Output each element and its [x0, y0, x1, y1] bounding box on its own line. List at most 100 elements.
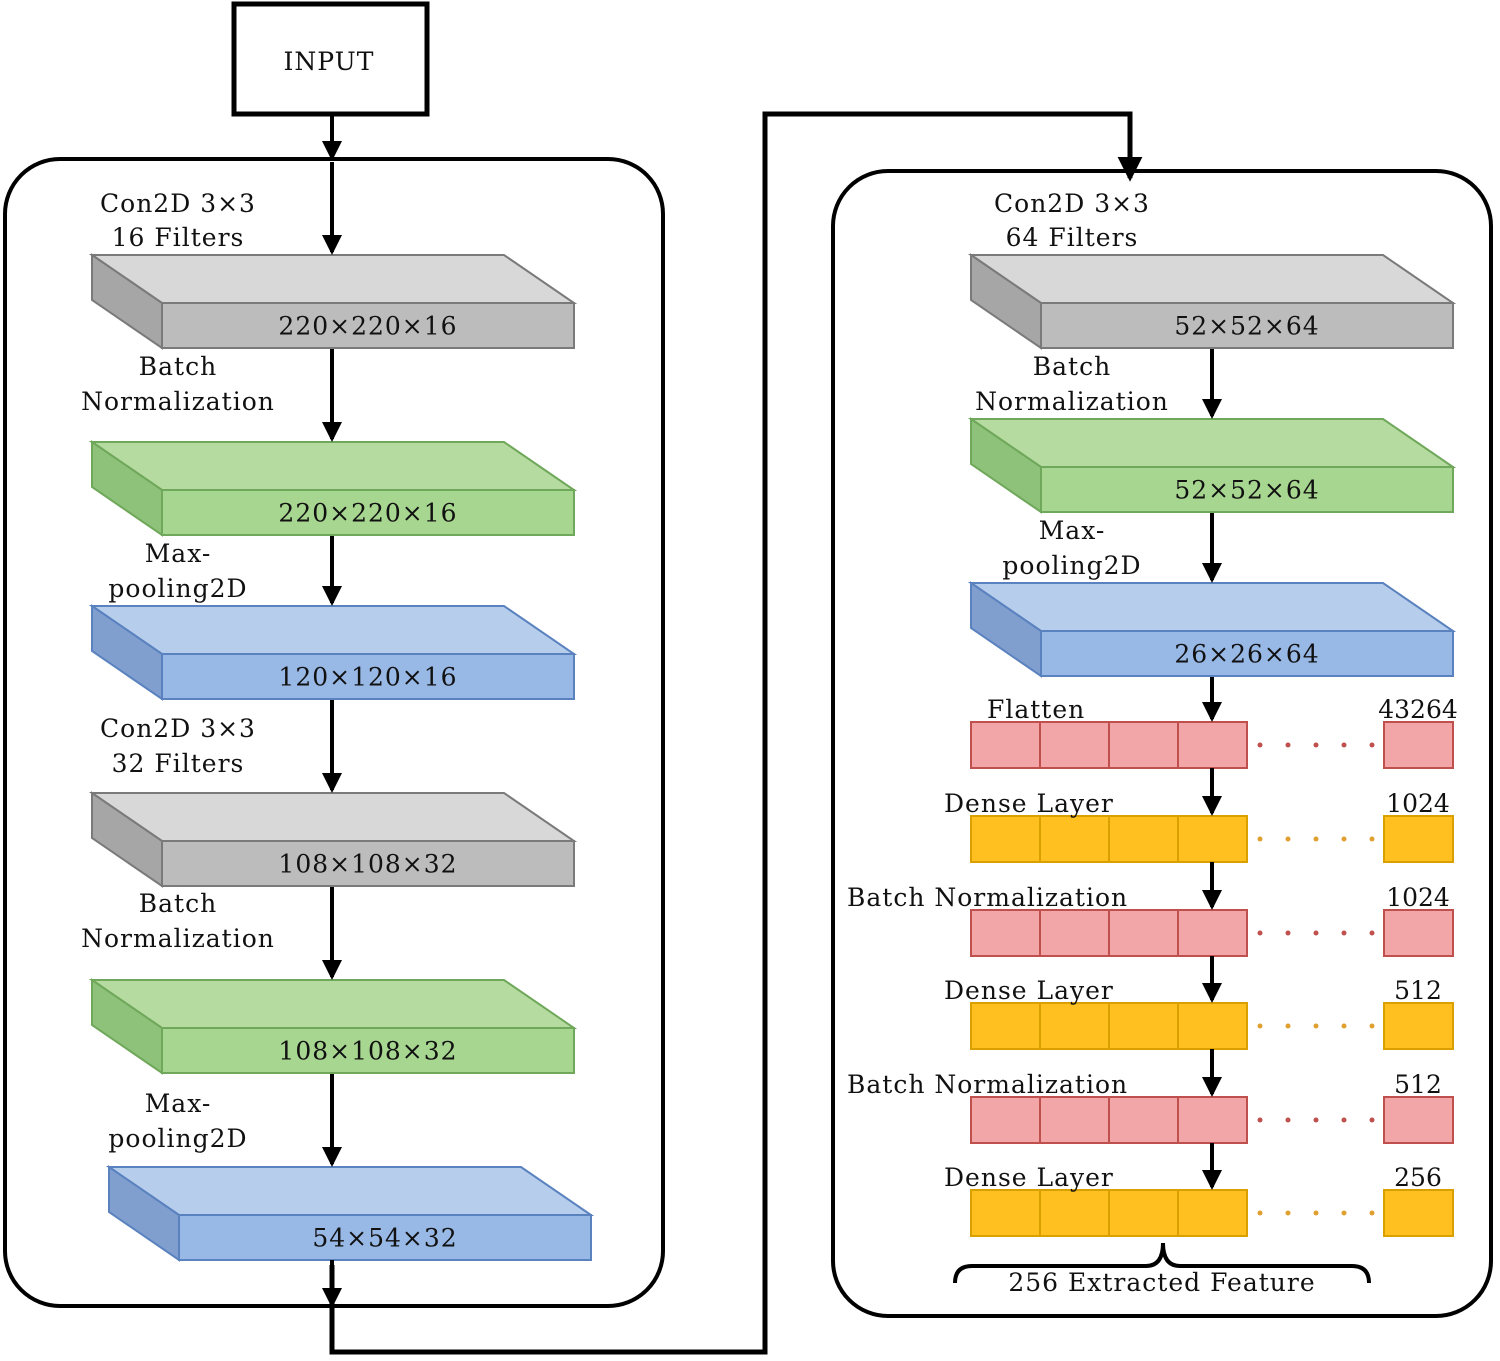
- right-layer-1: 52×52×64: [967, 253, 1457, 350]
- left-layer-2-top: [88, 441, 578, 491]
- vector-size: 256: [1394, 1163, 1442, 1192]
- left-label-2b: Normalization: [81, 387, 275, 416]
- ellipsis-dot: [1285, 1023, 1291, 1029]
- ellipsis-dot: [1257, 836, 1263, 842]
- right-layer-2: 52×52×64: [967, 417, 1457, 514]
- input-box: [231, 1, 430, 117]
- vector-cell: [1039, 909, 1110, 957]
- left-layer-1-top: [88, 254, 578, 304]
- vector-cell: [1177, 1002, 1248, 1050]
- vector-cell: [1108, 721, 1179, 769]
- ellipsis-dot: [1257, 1117, 1263, 1123]
- vector-cell: [970, 721, 1041, 769]
- ellipsis-dot: [1313, 836, 1319, 842]
- right-layer-blocks: 52×52×64 52×52×64 26×26×64: [967, 253, 1457, 678]
- ellipsis-dot: [1369, 1210, 1375, 1216]
- left-layer-5-dims: 108×108×32: [278, 1037, 457, 1066]
- left-layer-1: 220×220×16: [88, 253, 578, 350]
- ellipsis-dot: [1369, 1023, 1375, 1029]
- left-layer-blocks: 220×220×16 220×220×16 120×120×16 108×108×32…: [88, 253, 595, 1262]
- vector-cell: [1177, 1096, 1248, 1144]
- vector-size: 512: [1394, 976, 1442, 1005]
- left-layer-3-dims: 120×120×16: [278, 663, 457, 692]
- left-layer-4: 108×108×32: [88, 791, 578, 888]
- vector-row-6: Dense Layer 256: [944, 1163, 1454, 1237]
- vector-cell: [1039, 1096, 1110, 1144]
- ellipsis-dot: [1257, 742, 1263, 748]
- ellipsis-dot: [1369, 1117, 1375, 1123]
- vector-cell: [970, 909, 1041, 957]
- left-layer-1-dims: 220×220×16: [278, 312, 457, 341]
- ellipsis-dot: [1341, 1210, 1347, 1216]
- left-layer-4-dims: 108×108×32: [278, 850, 457, 879]
- ellipsis-dot: [1341, 836, 1347, 842]
- ellipsis-dot: [1341, 1023, 1347, 1029]
- left-layer-5: 108×108×32: [88, 978, 578, 1075]
- right-label-3: Max-: [1039, 516, 1106, 545]
- left-layer-4-top: [88, 792, 578, 842]
- vector-cell: [1177, 815, 1248, 863]
- panel-connector-line: [329, 111, 1143, 1355]
- left-layer-1-front: [161, 302, 575, 349]
- vector-cell: [1039, 815, 1110, 863]
- vector-cell: [1177, 721, 1248, 769]
- left-label-4b: 32 Filters: [112, 749, 245, 778]
- vector-cell: [970, 1096, 1041, 1144]
- flow-arrows: [322, 114, 1222, 1308]
- left-label-6b: pooling2D: [108, 1124, 247, 1153]
- left-label-6: Max-: [145, 1089, 212, 1118]
- left-layer-5-front: [161, 1027, 575, 1074]
- left-layer-3: 120×120×16: [88, 604, 578, 701]
- right-layer-3-dims: 26×26×64: [1174, 640, 1319, 669]
- vector-cell: [1108, 909, 1179, 957]
- vector-cell: [970, 1002, 1041, 1050]
- left-layer-5-top: [88, 979, 578, 1029]
- ellipsis-dot: [1257, 930, 1263, 936]
- right-label-1b: 64 Filters: [1006, 223, 1139, 252]
- vector-cell: [1108, 1002, 1179, 1050]
- left-labels: Con2D 3×3 16 Filters Batch Normalization…: [81, 189, 275, 1153]
- vector-cell: [1108, 1189, 1179, 1237]
- left-layer-6-top: [105, 1166, 595, 1216]
- vector-cell: [1039, 1002, 1110, 1050]
- left-label-1: Con2D 3×3: [100, 189, 256, 218]
- left-layer-6-front: [178, 1214, 592, 1261]
- ellipsis-dot: [1369, 742, 1375, 748]
- vector-cell: [1039, 1189, 1110, 1237]
- left-layer-4-front: [161, 840, 575, 887]
- ellipsis-dot: [1285, 742, 1291, 748]
- left-layer-6: 54×54×32: [105, 1165, 595, 1262]
- vector-label: Dense Layer: [944, 1163, 1114, 1192]
- ellipsis-dot: [1341, 742, 1347, 748]
- input-label: INPUT: [284, 47, 375, 76]
- right-layer-1-front: [1040, 302, 1454, 349]
- left-label-5: Batch: [139, 889, 217, 918]
- vector-last-cell: [1383, 815, 1454, 863]
- vector-size: 43264: [1378, 695, 1458, 724]
- ellipsis-dot: [1285, 1117, 1291, 1123]
- vector-cell: [1177, 1189, 1248, 1237]
- vector-cell: [1039, 721, 1110, 769]
- ellipsis-dot: [1257, 1023, 1263, 1029]
- left-layer-2-dims: 220×220×16: [278, 499, 457, 528]
- ellipsis-dot: [1285, 836, 1291, 842]
- ellipsis-dot: [1285, 930, 1291, 936]
- left-layer-6-dims: 54×54×32: [312, 1224, 457, 1253]
- vector-cell: [1108, 1096, 1179, 1144]
- left-label-2: Batch: [139, 352, 217, 381]
- vector-size: 1024: [1386, 883, 1450, 912]
- vector-last-cell: [1383, 1189, 1454, 1237]
- ellipsis-dot: [1369, 836, 1375, 842]
- vector-size: 1024: [1386, 789, 1450, 818]
- vector-cell: [970, 1189, 1041, 1237]
- ellipsis-dot: [1313, 930, 1319, 936]
- vector-cell: [1177, 909, 1248, 957]
- right-layer-2-top: [967, 418, 1457, 468]
- right-layer-3-front: [1040, 630, 1454, 677]
- vector-last-cell: [1383, 1002, 1454, 1050]
- right-labels: Con2D 3×3 64 Filters Batch Normalization…: [975, 189, 1168, 580]
